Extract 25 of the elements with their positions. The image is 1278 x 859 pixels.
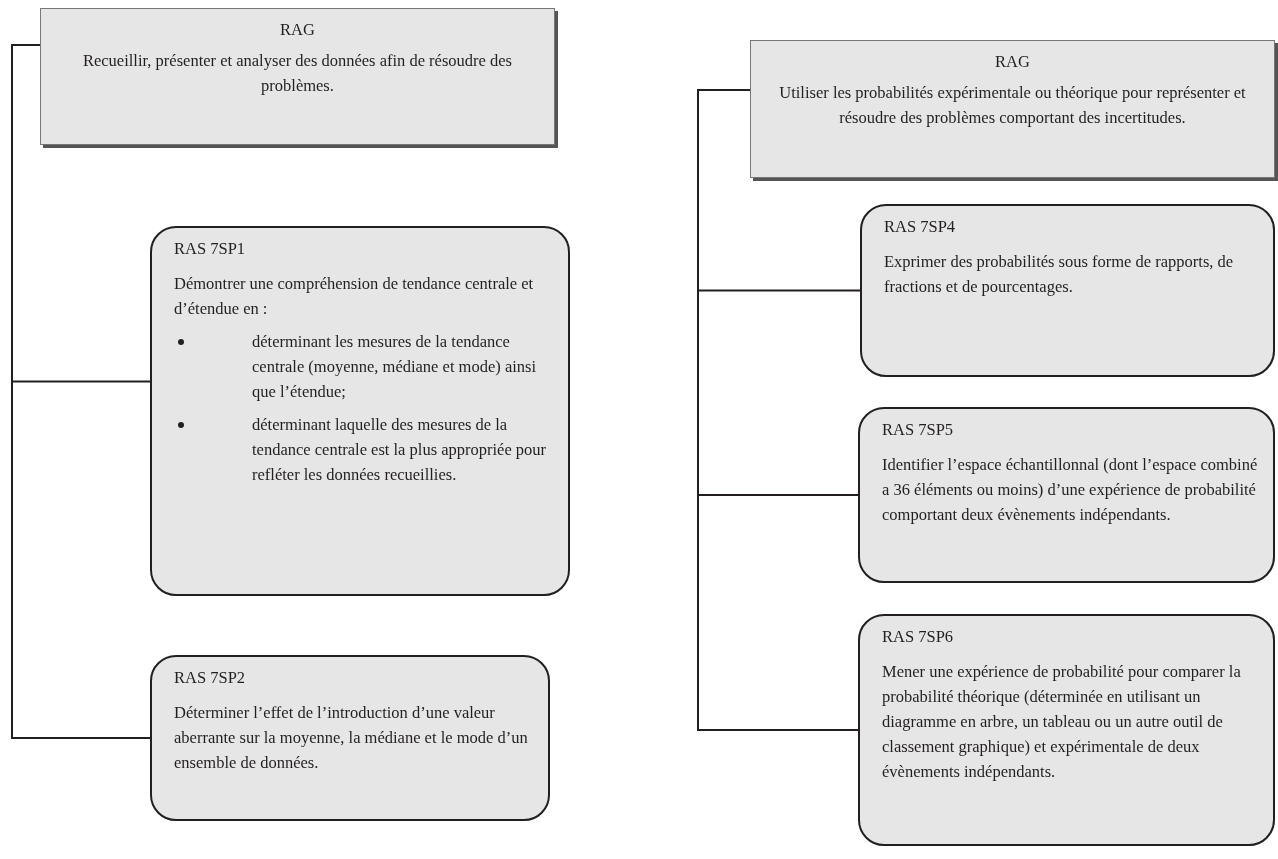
outcome-card	[860, 204, 1275, 377]
outcome-card	[150, 226, 570, 596]
body-text: Utiliser les probabilités expérimentale ou théorique pour représenter et résoudre des problèmes comportant des incertitudes.	[778, 82, 1247, 129]
connector-line	[697, 89, 859, 731]
outcome-card	[150, 655, 550, 821]
body-text: Exprimer des probabilités sous forme de rapports, de fractions et de pourcentages.	[884, 251, 1235, 298]
goal-box	[750, 40, 1275, 178]
goal-box	[40, 8, 555, 145]
heading-text: RAS 7SP2	[174, 667, 247, 689]
heading-text: RAS 7SP1	[174, 238, 247, 260]
heading-text: RAG	[279, 19, 316, 41]
heading-text: RAS 7SP5	[882, 419, 955, 441]
body-text: Recueillir, présenter et analyser des données afin de résoudre des problèmes.	[81, 50, 514, 97]
connector-line	[11, 44, 151, 739]
heading-text: RAS 7SP6	[882, 626, 955, 648]
outcome-card	[858, 407, 1275, 583]
heading-text: RAS 7SP4	[884, 216, 957, 238]
body-text: Démontrer une compréhension de tendance centrale et d’étendue en :	[174, 273, 535, 320]
body-text: Déterminer l’effet de l’introduction d’une valeur aberrante sur la moyenne, la médiane et le mode d’un ensemble de données.	[174, 702, 529, 774]
body-text: Identifier l’espace échantillonnal (dont l’espace combiné a 36 éléments ou moins) d’une expérience de probabilité comportant deux évènements indépendants.	[882, 454, 1259, 526]
body-text: Mener une expérience de probabilité pour comparer la probabilité théorique (déterminée en utilisant un diagramme en arbre, un tableau ou un autre outil de classement graphique) et expérimentale de deux évènements indépendants.	[882, 661, 1242, 783]
heading-text: RAG	[994, 51, 1031, 73]
outcome-card	[858, 614, 1275, 846]
bullet-item: déterminant les mesures de la tendance centrale (moyenne, médiane et mode) ainsi que l’étendue;	[174, 329, 554, 404]
bullet-item: déterminant laquelle des mesures de la tendance centrale est la plus appropriée pour refléter les données recueillies.	[174, 412, 554, 487]
